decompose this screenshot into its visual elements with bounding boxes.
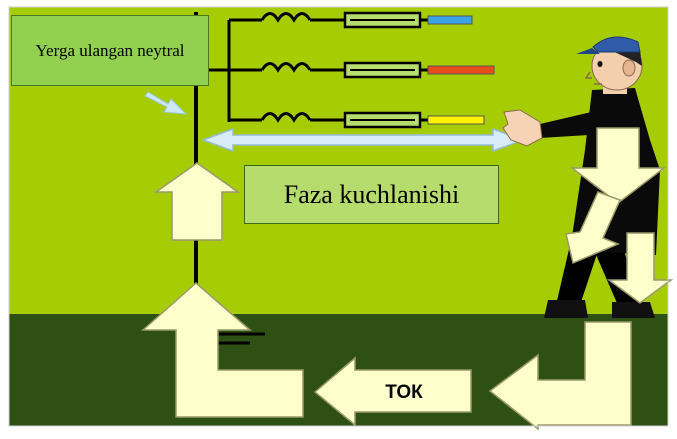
phase-1-conductor: [427, 15, 473, 25]
current-up-arrow-upper: [153, 162, 241, 241]
current-label: ТОК: [385, 382, 423, 403]
current-return-arrow-right: [488, 321, 632, 431]
phase-2-conductor: [427, 65, 495, 75]
phase-3-conductor: [427, 115, 485, 125]
grounded-neutral-label: Yerga ulangan neytral: [11, 15, 209, 86]
coil-icon: [260, 12, 312, 23]
current-down-arrow-3: [606, 232, 674, 304]
current-down-arrow-2: [565, 191, 622, 265]
phase-line-3: [229, 111, 485, 129]
current-return-arrow-left: [141, 282, 304, 418]
phase-line-1: [229, 11, 473, 29]
coil-icon: [260, 112, 312, 123]
label-pointer-arrow: [144, 91, 188, 115]
current-down-arrow-1: [569, 127, 667, 204]
current-arrow-horizontal: [313, 356, 472, 427]
diagram-frame: [8, 6, 669, 427]
coil-icon: [260, 62, 312, 73]
phase-voltage-label: Faza kuchlanishi: [244, 165, 499, 224]
phase-line-2: [229, 61, 495, 79]
